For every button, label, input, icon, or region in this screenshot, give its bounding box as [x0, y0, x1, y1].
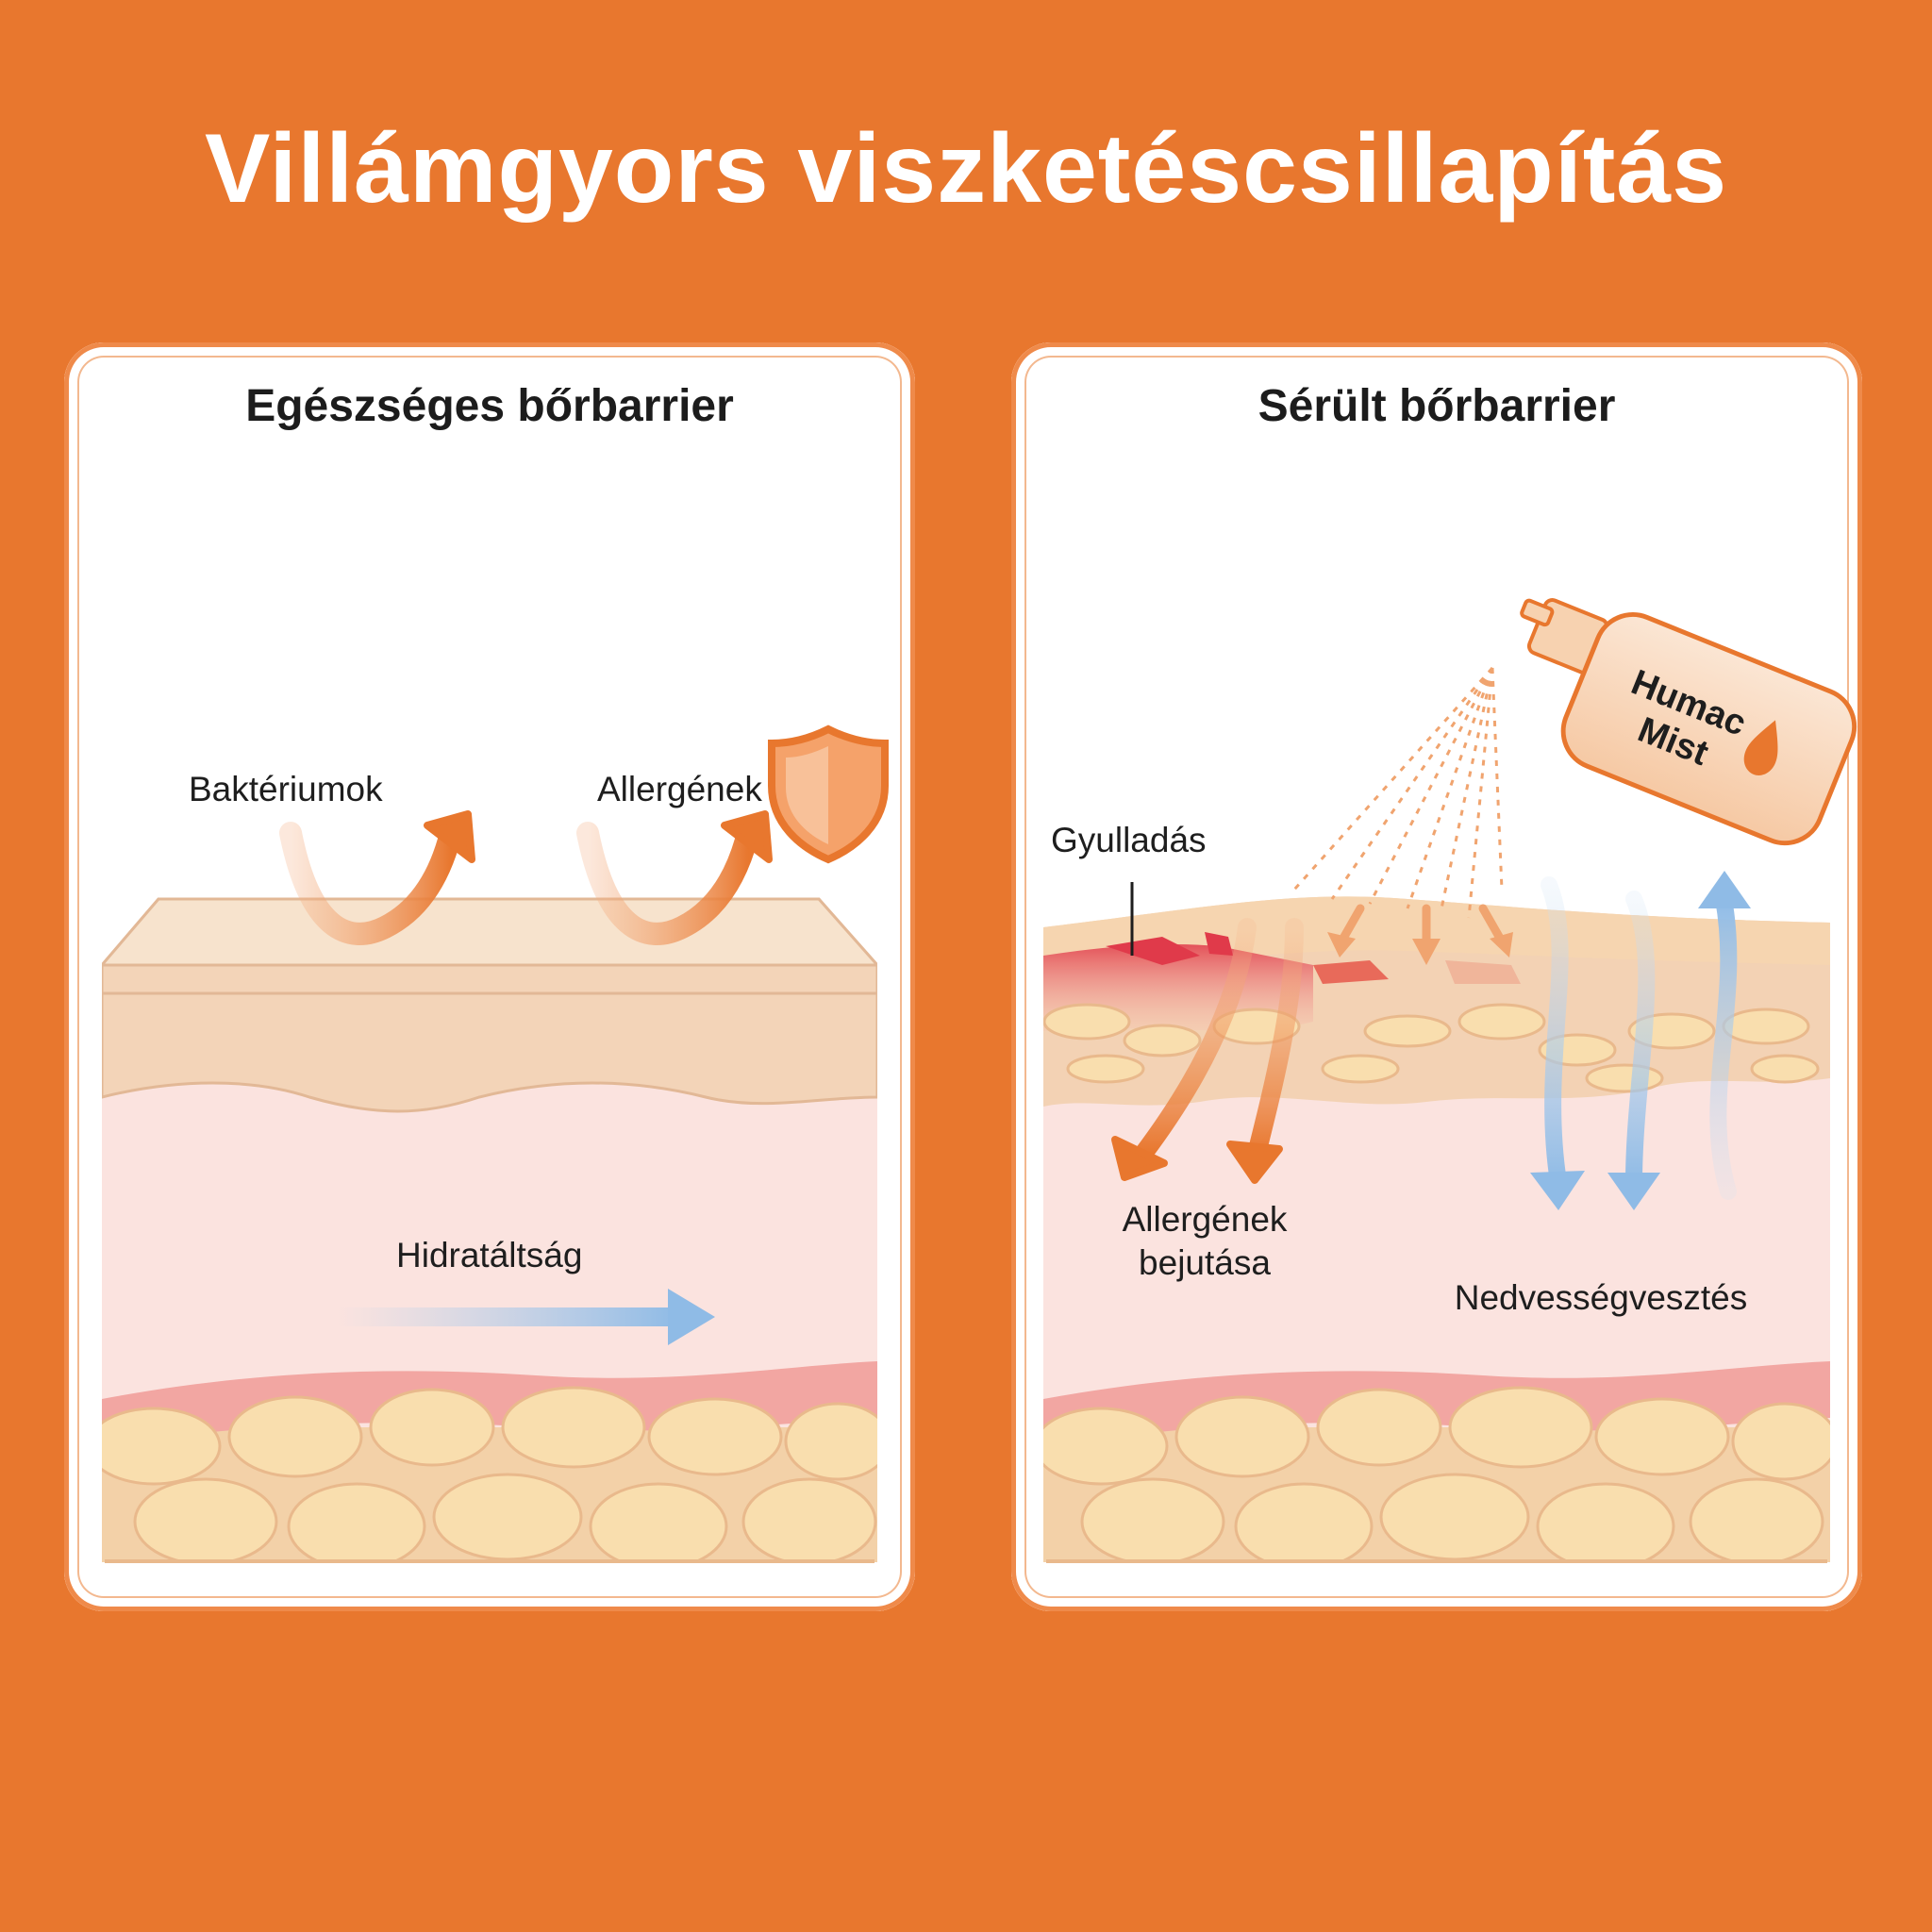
barrier-crack	[1445, 960, 1521, 984]
allergen-entry-arrow	[1247, 918, 1304, 1163]
healthy-skin-illustration: Baktériumok Allergének Hidratáltság	[102, 724, 889, 1591]
bacteria-label: Baktériumok	[189, 770, 383, 808]
bacteria-deflect-arrow	[279, 822, 462, 945]
moisture-loss-label: Nedvességvesztés	[1455, 1278, 1748, 1317]
dermis-layer	[102, 1083, 877, 1427]
allergen-arrow-head	[721, 810, 773, 863]
allergen-deflect-arrow	[576, 822, 759, 945]
hydration-label: Hidratáltság	[396, 1236, 582, 1274]
damaged-panel-title: Sérült bőrbarrier	[1257, 381, 1616, 431]
barrier-crack	[1106, 937, 1200, 965]
inflammation-label: Gyulladás	[1051, 821, 1207, 859]
healthy-panel-title: Egészséges bőrbarrier	[245, 381, 734, 431]
allergen-entry-label-line1: Allergének	[1123, 1200, 1288, 1239]
damaged-barrier-panel: Sérült bőrbarrier	[1011, 342, 1862, 1611]
hydration-arrow-head	[668, 1289, 715, 1345]
moisture-loss-arrow	[1709, 891, 1738, 1200]
damaged-skin-illustration: Humac Mist Gyulladás Allergének bejutás	[1043, 598, 1857, 1591]
droplet-icon	[1743, 720, 1778, 775]
moisture-loss-arrow	[1541, 876, 1569, 1191]
fat-cells	[1043, 1386, 1830, 1571]
healthy-barrier-panel: Egészséges bőrbarrier	[64, 342, 915, 1611]
allergens-label: Allergének	[597, 770, 762, 808]
page-title: Villámgyors viszketéscsillapítás	[204, 114, 1728, 224]
bacteria-arrow-head	[424, 810, 475, 863]
spray-bottle-icon: Humac Mist	[1520, 598, 1857, 846]
allergen-entry-arrow	[1134, 918, 1257, 1163]
allergen-entry-label-line2: bejutása	[1139, 1243, 1271, 1282]
spray-mist	[1292, 667, 1504, 919]
hydration-arrow-shaft	[338, 1307, 677, 1326]
moisture-loss-arrow	[1625, 891, 1656, 1191]
epidermis-top	[102, 897, 877, 967]
barrier-crack	[1313, 960, 1389, 984]
barrier-crack	[1205, 932, 1233, 956]
fat-cells	[102, 1386, 877, 1571]
shield-icon	[768, 724, 889, 864]
